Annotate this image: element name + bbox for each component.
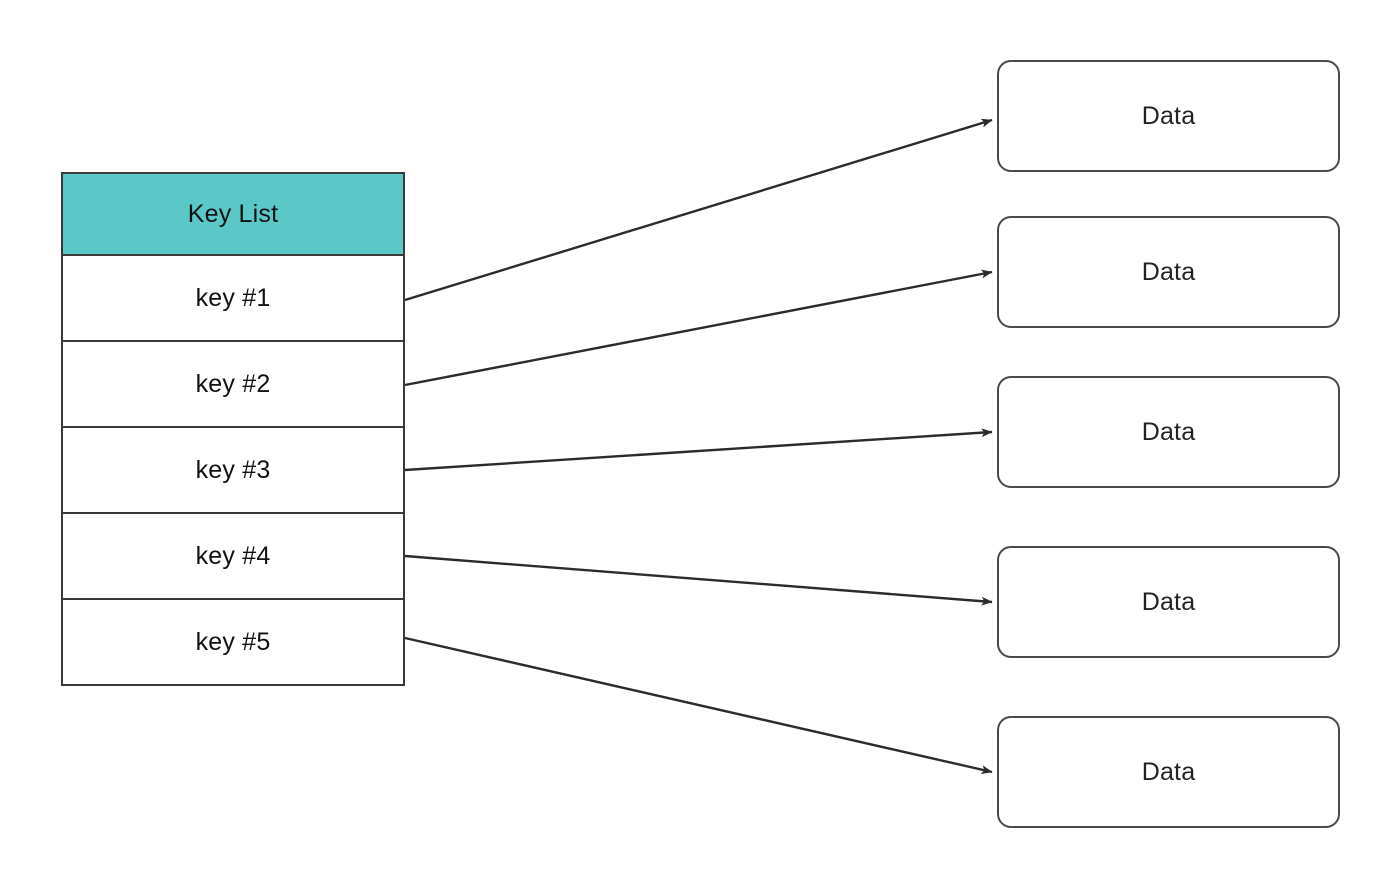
data-box-label: Data xyxy=(1141,757,1196,786)
data-box-label: Data xyxy=(1141,587,1196,616)
connector-arrow-2 xyxy=(404,269,993,387)
key-list-table: Key List key #1 key #2 key #3 key #4 key… xyxy=(61,172,405,686)
key-list-row-label: key #3 xyxy=(195,455,271,484)
connector-arrow-5 xyxy=(404,636,993,775)
key-list-row-2[interactable]: key #2 xyxy=(63,342,403,428)
data-box-3[interactable]: Data xyxy=(997,376,1340,488)
connector-arrow-4 xyxy=(404,554,993,606)
data-box-label: Data xyxy=(1141,417,1196,446)
connector-arrow-3 xyxy=(404,428,993,472)
connector-arrow-1 xyxy=(404,118,993,302)
key-list-row-label: key #2 xyxy=(195,369,271,398)
key-list-row-4[interactable]: key #4 xyxy=(63,514,403,600)
data-box-1[interactable]: Data xyxy=(997,60,1340,172)
key-list-row-label: key #1 xyxy=(195,283,271,312)
data-box-4[interactable]: Data xyxy=(997,546,1340,658)
data-box-5[interactable]: Data xyxy=(997,716,1340,828)
key-list-header: Key List xyxy=(63,174,403,256)
key-list-row-3[interactable]: key #3 xyxy=(63,428,403,514)
key-list-row-1[interactable]: key #1 xyxy=(63,256,403,342)
key-list-row-label: key #4 xyxy=(195,541,271,570)
data-box-2[interactable]: Data xyxy=(997,216,1340,328)
data-box-label: Data xyxy=(1141,257,1196,286)
key-list-row-label: key #5 xyxy=(195,627,271,656)
key-list-row-5[interactable]: key #5 xyxy=(63,600,403,684)
data-box-label: Data xyxy=(1141,101,1196,130)
key-list-header-label: Key List xyxy=(187,199,279,228)
